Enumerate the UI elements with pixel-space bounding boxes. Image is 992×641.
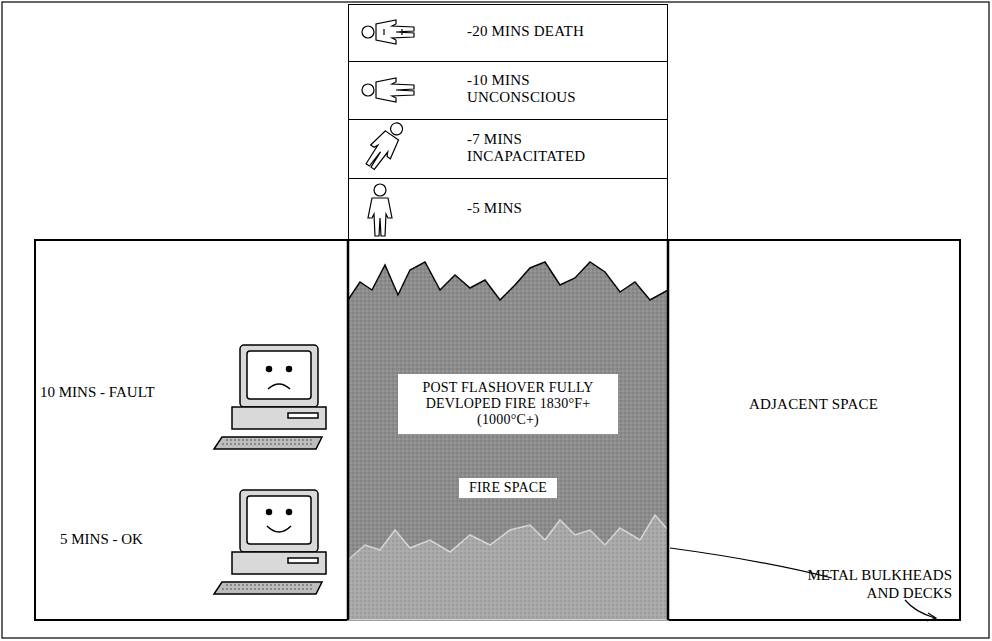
computer-ok bbox=[214, 490, 326, 594]
time-box: -20 MINS DEATH bbox=[348, 4, 668, 62]
time-label: -20 MINS DEATH bbox=[467, 23, 617, 40]
computer-fault bbox=[214, 345, 326, 449]
leader-line bbox=[905, 600, 935, 618]
bulkhead bbox=[667, 240, 670, 620]
leader-arrow bbox=[927, 613, 936, 621]
flame-top bbox=[348, 262, 668, 620]
incapacitated-figure bbox=[360, 117, 409, 173]
time-box: -7 MINS INCAPACITATED bbox=[348, 119, 668, 179]
space-label: FIRE SPACE bbox=[459, 478, 557, 498]
fire-space: POST FLASHOVER FULLY DEVLOPED FIRE 1830°… bbox=[348, 240, 668, 620]
compartment-box bbox=[35, 240, 960, 620]
standing-figure bbox=[368, 184, 392, 236]
status-label: 10 MINS - FAULT bbox=[40, 383, 220, 401]
time-box: -5 MINS bbox=[348, 178, 668, 241]
flame-bottom bbox=[348, 515, 668, 620]
space-label: ADJACENT SPACE bbox=[749, 396, 878, 413]
callout-label: METAL BULKHEADS AND DECKS bbox=[800, 566, 952, 602]
bulkhead bbox=[347, 240, 350, 620]
time-label: -5 MINS bbox=[467, 200, 617, 217]
dead-figure bbox=[362, 20, 414, 44]
unconscious-figure bbox=[362, 78, 414, 102]
flame-texture bbox=[348, 515, 668, 620]
fire-note: POST FLASHOVER FULLY DEVLOPED FIRE 1830°… bbox=[398, 374, 618, 434]
adjacent-space: ADJACENT SPACE bbox=[668, 240, 960, 620]
time-box: -10 MINS UNCONSCIOUS bbox=[348, 61, 668, 120]
status-label: 5 MINS - OK bbox=[60, 530, 220, 548]
time-label: -7 MINS INCAPACITATED bbox=[467, 131, 617, 166]
flame-texture bbox=[348, 262, 668, 620]
time-label: -10 MINS UNCONSCIOUS bbox=[467, 72, 617, 107]
